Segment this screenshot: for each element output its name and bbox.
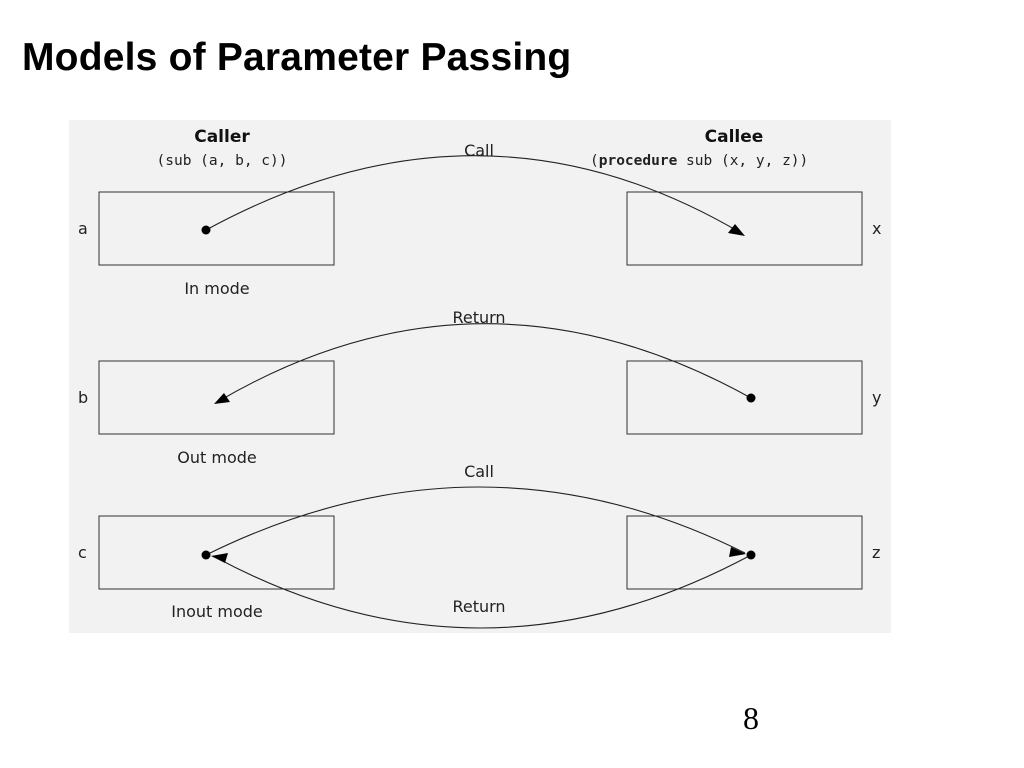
diagram-canvas: Caller (sub (a, b, c)) Callee (procedure… [69, 120, 891, 633]
source-dot-a [201, 225, 211, 235]
caller-heading: Caller [194, 127, 250, 147]
callee-param-y: y [872, 388, 881, 407]
caller-box-b [98, 360, 335, 435]
callee-box-x [626, 191, 863, 266]
callee-param-z: z [872, 543, 880, 562]
caller-param-a: a [78, 219, 88, 238]
callee-box-y [626, 360, 863, 435]
page-number: 8 [743, 700, 759, 736]
arrow-label-return-inout: Return [452, 597, 505, 616]
diagram-background [69, 120, 891, 633]
caller-box-a [98, 191, 335, 266]
callee-call-keyword: procedure [599, 153, 678, 169]
callee-box-z [626, 515, 863, 590]
callee-call-rest: sub (x, y, z)) [677, 153, 808, 169]
arrow-label-call-in: Call [464, 141, 494, 160]
arrow-label-return-out: Return [452, 308, 505, 327]
caller-param-b: b [78, 388, 88, 407]
slide-title: Models of Parameter Passing [22, 36, 572, 79]
caller-param-c: c [78, 543, 87, 562]
callee-param-x: x [872, 219, 881, 238]
caller-box-c [98, 515, 335, 590]
return-arrow-inout [214, 554, 752, 629]
mode-label-out: Out mode [177, 448, 256, 467]
callee-call-open: ( [590, 153, 599, 169]
arrowhead-b [214, 393, 230, 404]
arrowhead-c [211, 553, 228, 563]
call-arrow-in [205, 155, 742, 234]
mode-label-inout: Inout mode [171, 602, 263, 621]
callee-call-signature: (procedure sub (x, y, z)) [590, 153, 808, 169]
mode-label-in: In mode [184, 279, 249, 298]
call-arrow-inout [205, 486, 746, 556]
arrowhead-z [729, 547, 746, 557]
source-dot-y [746, 393, 756, 403]
source-dot-z [746, 550, 756, 560]
arrowhead-x [728, 224, 745, 236]
return-arrow-out [218, 323, 752, 402]
callee-heading: Callee [705, 127, 764, 147]
source-dot-c [201, 550, 211, 560]
arrow-label-call-inout: Call [464, 462, 494, 481]
caller-call-signature: (sub (a, b, c)) [157, 153, 288, 169]
parameter-passing-diagram: Caller (sub (a, b, c)) Callee (procedure… [69, 120, 891, 633]
